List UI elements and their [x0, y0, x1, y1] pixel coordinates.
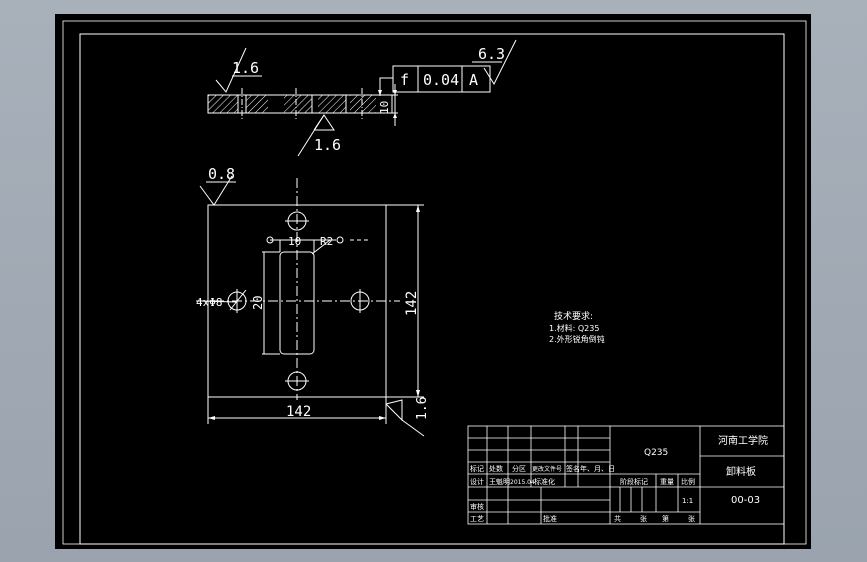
tb-h-count: 处数: [489, 464, 503, 473]
notes-line-1: 1.材料: Q235: [549, 323, 599, 333]
dim-holes: 4xΦ8: [196, 296, 223, 309]
tb-r-review: 审核: [470, 502, 484, 511]
tb-r-std: 标准化: [534, 477, 555, 486]
dim-slot-height: 20: [251, 296, 265, 310]
tb-r-process: 工艺: [470, 515, 484, 523]
tb-r-approve: 批准: [543, 514, 557, 523]
tb-weight: 重量: [660, 478, 674, 486]
dim-width: 142: [286, 404, 311, 420]
tb-sheet-no-unit: 张: [688, 514, 695, 523]
tb-designer: 王魁明: [489, 477, 510, 486]
notes-line-2: 2.外形锐角倒钝: [549, 334, 605, 344]
tb-h-zone: 分区: [512, 464, 526, 473]
section-view: [207, 77, 398, 126]
roughness-symbol-plan: [199, 175, 236, 206]
tb-design-date: 2015.04: [510, 479, 535, 486]
tb-h-date: 年、月、日: [580, 464, 615, 473]
tb-material: Q235: [644, 448, 668, 458]
tb-r-design: 设计: [470, 477, 484, 486]
tb-sheet-total: 共: [614, 514, 621, 523]
outer-frame: [62, 20, 807, 545]
notes-title: 技术要求:: [554, 310, 593, 322]
roughness-symbol-bottom: [297, 114, 335, 157]
dim-height: 142: [404, 291, 420, 316]
tb-sheet-no: 第: [662, 514, 669, 523]
roughness-symbol-corner: [385, 399, 425, 437]
title-block: [467, 425, 785, 525]
tb-scale: 1:1: [682, 497, 693, 505]
dim-slot-width: 10: [288, 235, 301, 248]
roughness-value-corner: 1.6: [415, 397, 430, 420]
thickness-dim: 10: [378, 101, 391, 114]
roughness-symbol-top: [215, 47, 262, 93]
tb-ratio: 比例: [681, 477, 695, 486]
dim-radius: R2: [320, 235, 333, 248]
roughness-symbol-overall: [472, 39, 517, 86]
roughness-value-overall: 6.3: [478, 45, 505, 63]
feature-control-frame: [392, 65, 491, 93]
flatness-value: 0.04: [423, 71, 459, 89]
tb-stage-mark: 阶段标记: [620, 477, 648, 486]
drawing-sheet: [55, 14, 811, 549]
tb-part-name: 卸料板: [726, 465, 756, 478]
tb-drawing-no: 00-03: [731, 495, 760, 506]
roughness-value-bottom: 1.6: [314, 136, 341, 154]
tb-h-sign: 签名: [566, 464, 580, 473]
plan-view: [196, 178, 424, 424]
roughness-value-top: 1.6: [232, 59, 259, 77]
tb-sheet-total-unit: 张: [640, 514, 647, 523]
tb-school: 河南工学院: [718, 434, 768, 447]
tb-h-docno: 更改文件号: [532, 465, 562, 473]
flatness-symbol: f: [400, 71, 409, 89]
datum-letter: A: [469, 71, 478, 89]
tb-h-mark: 标记: [470, 464, 484, 473]
roughness-value-plan: 0.8: [208, 165, 235, 183]
